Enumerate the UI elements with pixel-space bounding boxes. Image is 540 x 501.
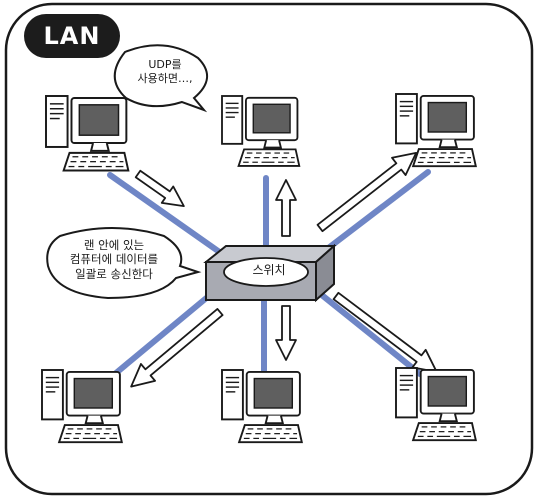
udp-bubble-line-2: 사용하면…, bbox=[137, 71, 193, 85]
arrow-to-bottom-left bbox=[130, 308, 224, 388]
udp-speech-bubble bbox=[113, 44, 208, 113]
arrow-to-top-center bbox=[275, 179, 297, 237]
cable-top-left bbox=[107, 172, 231, 261]
data-arrows bbox=[130, 151, 438, 388]
switch-label: 스위치 bbox=[252, 263, 286, 277]
lan-title: LAN bbox=[43, 22, 101, 50]
broadcast-line-2: 컴퓨터에 데이터를 bbox=[69, 252, 159, 267]
cable-bottom-left bbox=[107, 287, 219, 381]
arrow-to-bottom-center bbox=[275, 305, 297, 361]
broadcast-speech-bubble bbox=[46, 227, 202, 300]
broadcast-line-3: 일괄로 송신한다 bbox=[75, 266, 153, 281]
arrow-to-top-right bbox=[316, 151, 418, 233]
udp-bubble-text: UDP를 사용하면…, bbox=[120, 58, 210, 86]
udp-bubble-line-1: UDP를 bbox=[148, 58, 182, 71]
arrow-into-switch bbox=[134, 169, 185, 208]
lan-title-badge bbox=[24, 14, 120, 58]
network-cables bbox=[107, 169, 431, 381]
broadcast-line-1: 랜 안에 있는 bbox=[83, 238, 145, 252]
cable-bottom-right bbox=[315, 289, 423, 377]
broadcast-bubble-text: 랜 안에 있는 컴퓨터에 데이터를 일괄로 송신한다 bbox=[52, 238, 176, 281]
network-switch bbox=[203, 243, 337, 303]
